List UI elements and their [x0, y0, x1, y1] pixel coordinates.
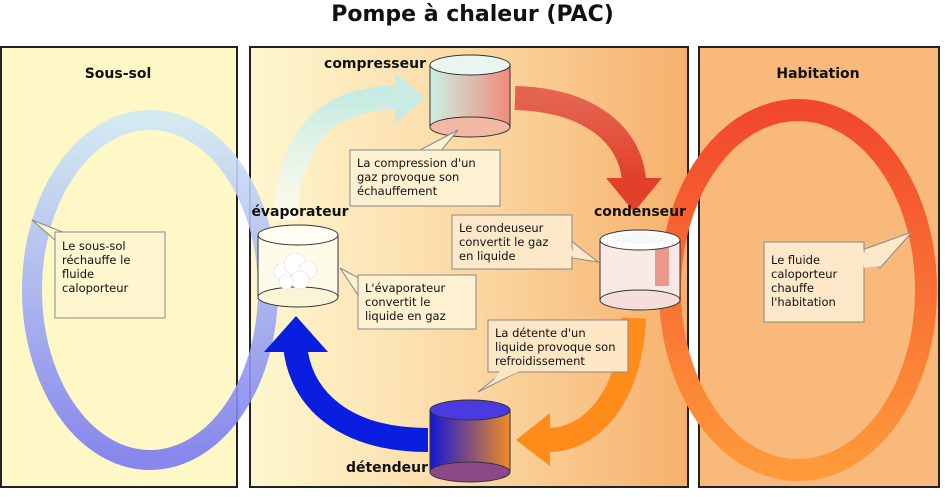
cloud-icon [273, 252, 318, 290]
panel-title-sous-sol: Sous-sol [85, 66, 152, 82]
note-line: fluide [62, 267, 94, 281]
condenseur-cylinder [599, 229, 681, 311]
note-line: La compression d'un [357, 156, 476, 170]
arrow-to-condenseur [514, 86, 646, 182]
note-line: liquide provoque son [495, 340, 616, 354]
note-line: convertit le gaz [459, 235, 548, 249]
arrow-to-compresseur [273, 85, 396, 221]
arrow-head-to-evaporateur [264, 316, 328, 352]
arrow-head-to-condenseur [606, 178, 662, 212]
note-line: L'évaporateur [365, 281, 445, 295]
note-line: Le fluide [771, 253, 820, 267]
arrow-head-to-detendeur [516, 413, 550, 466]
arrow-to-detendeur [547, 317, 646, 452]
label-compresseur: compresseur [324, 56, 426, 72]
panel-title-habitation: Habitation [776, 66, 859, 82]
arrow-head-to-compresseur [395, 72, 425, 124]
diagram-title: Pompe à chaleur (PAC) [331, 2, 614, 27]
note-line: l'habitation [771, 295, 836, 309]
note-line: Le condeuseur [459, 221, 544, 235]
label-evaporateur: évaporateur [251, 204, 348, 220]
note-line: en liquide [459, 249, 516, 263]
note-line: gaz provoque son [357, 170, 459, 184]
arrow-to-evaporateur [283, 343, 429, 452]
note-line: caloporteur [62, 281, 129, 295]
evaporateur-cylinder [257, 224, 339, 308]
note-line: convertit le [365, 295, 430, 309]
note-line: liquide en gaz [365, 309, 446, 323]
note-line: La détente d'un [495, 326, 586, 340]
detendeur-cylinder [429, 399, 511, 483]
note-line: Le sous-sol [62, 239, 126, 253]
note-line: chauffe [771, 281, 814, 295]
label-condenseur: condenseur [594, 204, 686, 220]
note-line: échauffement [357, 184, 438, 198]
label-detendeur: détendeur [346, 460, 428, 476]
note-line: réchauffe le [62, 253, 130, 267]
note-line: refroidissement [495, 354, 585, 368]
compresseur-cylinder [429, 54, 511, 138]
note-line: caloporteur [771, 267, 838, 281]
